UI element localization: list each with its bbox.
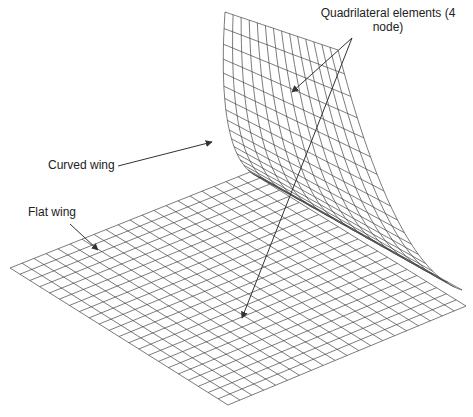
mesh-line (79, 215, 318, 312)
mesh-line (232, 139, 405, 233)
mesh-line (248, 170, 440, 278)
flat-wing-mesh (10, 172, 466, 405)
leader-line (118, 142, 212, 166)
mesh-line (223, 59, 357, 118)
mesh-line (224, 86, 371, 157)
mesh-line (228, 306, 466, 405)
mesh-line (322, 45, 434, 274)
mesh-line (129, 245, 368, 343)
mesh-line (89, 221, 328, 318)
mesh-line (244, 165, 433, 271)
callout-label: Quadrilateral elements (4 node) (318, 6, 458, 34)
mesh-line (99, 227, 338, 324)
mesh-line (265, 26, 333, 218)
mesh-line (50, 196, 290, 293)
mesh-line (252, 173, 447, 283)
mesh-line (208, 294, 446, 393)
mesh-line (249, 20, 305, 202)
mesh-line (226, 110, 384, 191)
leader-line (70, 224, 98, 250)
mesh-line (188, 282, 426, 381)
mesh-line (223, 73, 363, 138)
mesh-line (109, 233, 348, 330)
mesh-line (218, 300, 456, 399)
mesh-line (20, 178, 260, 274)
mesh-line (10, 172, 250, 268)
mesh-line (224, 29, 344, 74)
mesh-line (30, 184, 270, 280)
mesh-line (273, 28, 347, 226)
mesh-line (60, 203, 300, 300)
mesh-line (139, 251, 378, 349)
mesh-line (149, 257, 388, 355)
mesh-line (237, 154, 418, 255)
mesh-line (159, 263, 398, 361)
mesh-line (227, 120, 390, 206)
mesh-line (169, 270, 408, 368)
mesh-line (338, 50, 462, 290)
mesh-line (225, 98, 377, 174)
callout-label: Flat wing (26, 205, 78, 219)
leader-line (242, 38, 352, 318)
mesh-line (119, 239, 358, 337)
mesh-line (198, 288, 436, 387)
mesh-line (229, 130, 397, 220)
curved-wing-mesh (223, 12, 462, 290)
mesh-line (70, 209, 309, 306)
mesh-line (234, 147, 411, 245)
mesh-line (179, 276, 417, 374)
callout-label: Curved wing (46, 158, 117, 172)
leader-line (292, 38, 352, 92)
